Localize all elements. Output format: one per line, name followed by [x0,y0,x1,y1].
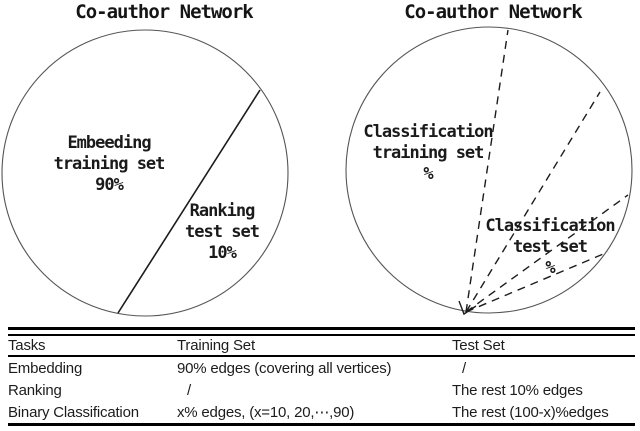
dashed-split-lines [465,29,629,313]
table-row-binary-classification: Binary Classification x% edges, (x=10, 2… [8,401,635,423]
dashed-line-2 [465,91,601,313]
table-second-rule [8,334,635,336]
left-split-line [117,89,261,314]
dashed-line-4 [465,251,609,313]
cell-training: 90% edges (covering all vertices) [177,359,392,377]
right-diagram-title: Co-author Network [404,1,582,23]
cell-test: The rest 10% edges [452,381,583,399]
table-header-rule [8,355,635,357]
table-row-ranking: Ranking / The rest 10% edges [8,379,635,401]
arrow-head-icon [458,300,477,316]
table-bottom-rule [8,423,635,426]
cell-task: Ranking [8,381,62,399]
cell-training: / [187,381,191,399]
right-circle [345,26,633,314]
cell-task: Binary Classification [8,403,139,421]
split-summary-table: Tasks Training Set Test Set Embedding 90… [8,327,635,426]
column-header-tasks: Tasks [8,337,46,354]
column-header-training-set: Training Set [177,337,255,354]
ranking-test-label: Ranking test set 10% [185,201,260,263]
cell-test: / [462,359,466,377]
pie-diagrams-canvas [1,26,633,317]
column-header-test-set: Test Set [452,337,505,354]
table-row-embedding: Embedding 90% edges (covering all vertic… [8,357,635,379]
table-header-row: Tasks Training Set Test Set [8,336,635,355]
cell-training: x% edges, (x=10, 20,⋯,90) [177,404,355,421]
dashed-line-3 [465,194,629,313]
classification-test-label: Classification test set % [485,216,615,278]
cell-task: Embedding [8,359,83,377]
dashed-line-1 [465,29,509,313]
table-top-rule [8,327,635,330]
classification-training-label: Classification training set % [363,122,493,184]
embedding-training-label: Embeeding training set 90% [53,133,166,195]
cell-test: The rest (100-x)%edges [452,403,609,421]
left-circle [1,29,289,317]
left-diagram-title: Co-author Network [75,1,253,23]
